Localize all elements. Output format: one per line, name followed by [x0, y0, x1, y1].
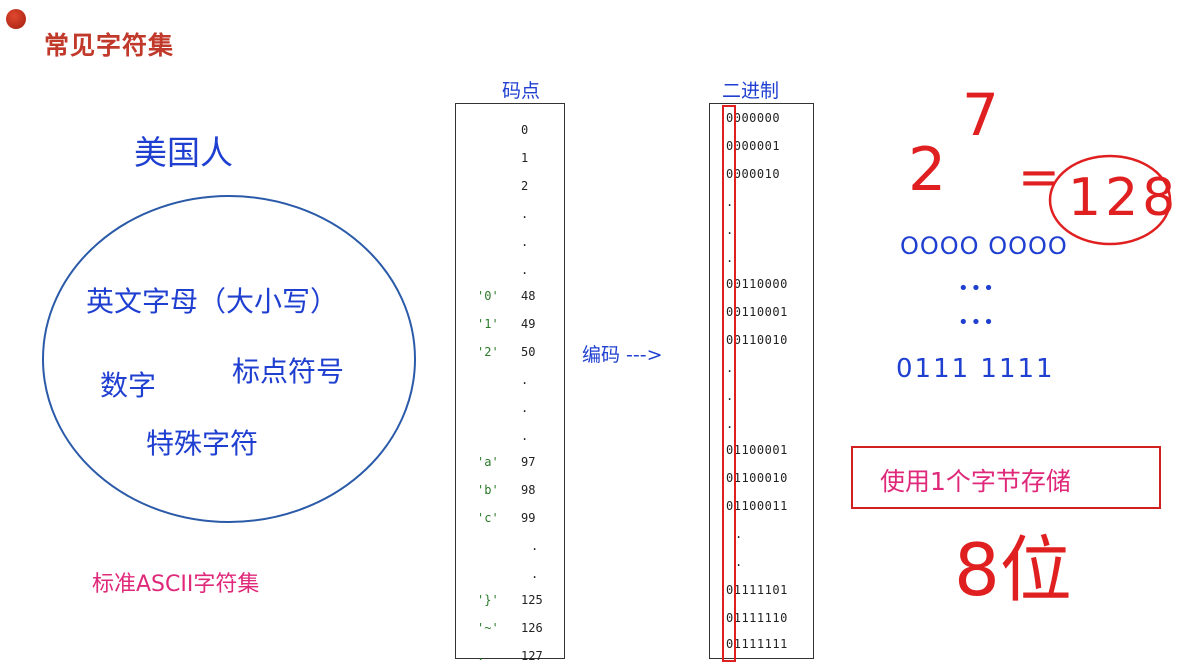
code-cell: 98 [521, 483, 536, 497]
power-base: 2 [908, 135, 947, 205]
code-cell: . [531, 539, 539, 553]
code-cell: 48 [521, 289, 536, 303]
code-cell: . [521, 207, 529, 221]
codepoint-row: 'a' 97 [455, 455, 563, 471]
special-chars-label: 特殊字符 [146, 427, 259, 460]
codepoint-header: 码点 [502, 80, 541, 102]
page-title: 常见字符集 [44, 31, 175, 60]
binary-cell: . [726, 251, 734, 265]
binary-cell: 01100010 [726, 471, 788, 485]
binary-cell: . [726, 417, 734, 431]
code-cell: . [521, 429, 529, 443]
result-circle [1048, 154, 1172, 246]
char-cell: '}' [477, 593, 499, 607]
char-cell: 'b' [477, 483, 499, 497]
char-cell: 'a' [477, 455, 499, 469]
codepoint-row: 'c' 99 [455, 511, 563, 527]
char-cell: '2' [477, 345, 499, 359]
encode-arrow: 编码 ---> [582, 344, 663, 366]
codepoint-row: '~' 126 [455, 621, 563, 637]
americans-label: 美国人 [134, 133, 233, 172]
code-cell: . [521, 235, 529, 249]
codepoint-row: 2 [455, 179, 563, 195]
binary-cell: 01100001 [726, 443, 788, 457]
ascii-charset-label: 标准ASCII字符集 [92, 572, 260, 597]
bits-label: 8位 [954, 528, 1072, 612]
bullet-dot-icon [6, 9, 26, 29]
binary-cell: . [735, 555, 743, 569]
code-cell: 97 [521, 455, 536, 469]
code-cell: 1 [521, 151, 529, 165]
binary-cell: . [726, 195, 734, 209]
power-exponent: 7 [962, 81, 999, 149]
code-cell: 49 [521, 317, 536, 331]
charset-circle [42, 195, 416, 523]
codepoint-row: . [455, 373, 563, 389]
code-cell: 125 [521, 593, 543, 607]
codepoint-row: . [455, 235, 563, 251]
highest-bit-highlight [722, 105, 736, 662]
code-cell: . [521, 373, 529, 387]
char-cell: '0' [477, 289, 499, 303]
code-cell: . [531, 567, 539, 581]
codepoint-row: . [455, 263, 563, 279]
binary-cell: 0000010 [726, 167, 781, 181]
codepoint-row: '2' 50 [455, 345, 563, 361]
letters-label: 英文字母（大小写） [86, 285, 339, 318]
char-cell: 'c' [477, 511, 499, 525]
result-value: 128 [1068, 168, 1180, 228]
binary-cell: . [726, 361, 734, 375]
code-cell: 127 [521, 649, 543, 663]
char-cell: '1' [477, 317, 499, 331]
char-cell: '~' [477, 621, 499, 635]
binary-cell: . [726, 223, 734, 237]
codepoint-row: . [455, 401, 563, 417]
ellipsis-2: ••• [958, 312, 996, 333]
code-cell: . [521, 401, 529, 415]
codepoint-row: . [455, 539, 563, 555]
binary-cell: 00110001 [726, 305, 788, 319]
storage-note: 使用1个字节存储 [880, 467, 1071, 496]
binary-rows: 0000000 0000001 0000010... 00110000 00110001… [709, 103, 812, 657]
equals-sign: = [1018, 148, 1060, 206]
code-cell: 50 [521, 345, 536, 359]
codepoint-row: 'b' 98 [455, 483, 563, 499]
codepoint-row: '}' 125 [455, 593, 563, 609]
codepoint-row: . [455, 567, 563, 583]
codepoint-row: '1' 49 [455, 317, 563, 333]
binary-cell: 00110010 [726, 333, 788, 347]
binary-cell: 01111111 [726, 637, 788, 651]
codepoint-row: . [455, 429, 563, 445]
binary-cell: 00110000 [726, 277, 788, 291]
punctuation-label: 标点符号 [232, 355, 345, 388]
code-cell: 126 [521, 621, 543, 635]
codepoint-row: . [455, 207, 563, 223]
code-cell: 99 [521, 511, 536, 525]
storage-note-box [851, 446, 1161, 509]
binary-cell: 01111101 [726, 583, 788, 597]
ellipsis-1: ••• [958, 278, 996, 299]
codepoint-row: '0' 48 [455, 289, 563, 305]
code-cell: . [521, 263, 529, 277]
bits-pattern: OOOO OOOO [900, 232, 1068, 260]
binary-cell: . [726, 389, 734, 403]
binary-cell: 0000001 [726, 139, 781, 153]
char-cell: . [477, 649, 485, 663]
max-pattern: 0111 1111 [896, 354, 1055, 384]
codepoint-rows: 0 1 2... '0' 48 '1' 49 '2' 50... 'a' 97 'b' 98 'c' 99.… [455, 103, 563, 663]
codepoint-table [455, 103, 565, 659]
binary-cell: 01100011 [726, 499, 788, 513]
binary-cell: . [735, 527, 743, 541]
code-cell: 2 [521, 179, 529, 193]
binary-cell: 01111110 [726, 611, 788, 625]
binary-table [709, 103, 814, 659]
binary-cell: 0000000 [726, 111, 781, 125]
codepoint-row: . 127 [455, 649, 563, 665]
code-cell: 0 [521, 123, 529, 137]
binary-header: 二进制 [722, 80, 780, 102]
digits-label: 数字 [100, 369, 157, 402]
codepoint-row: 0 [455, 123, 563, 139]
codepoint-row: 1 [455, 151, 563, 167]
